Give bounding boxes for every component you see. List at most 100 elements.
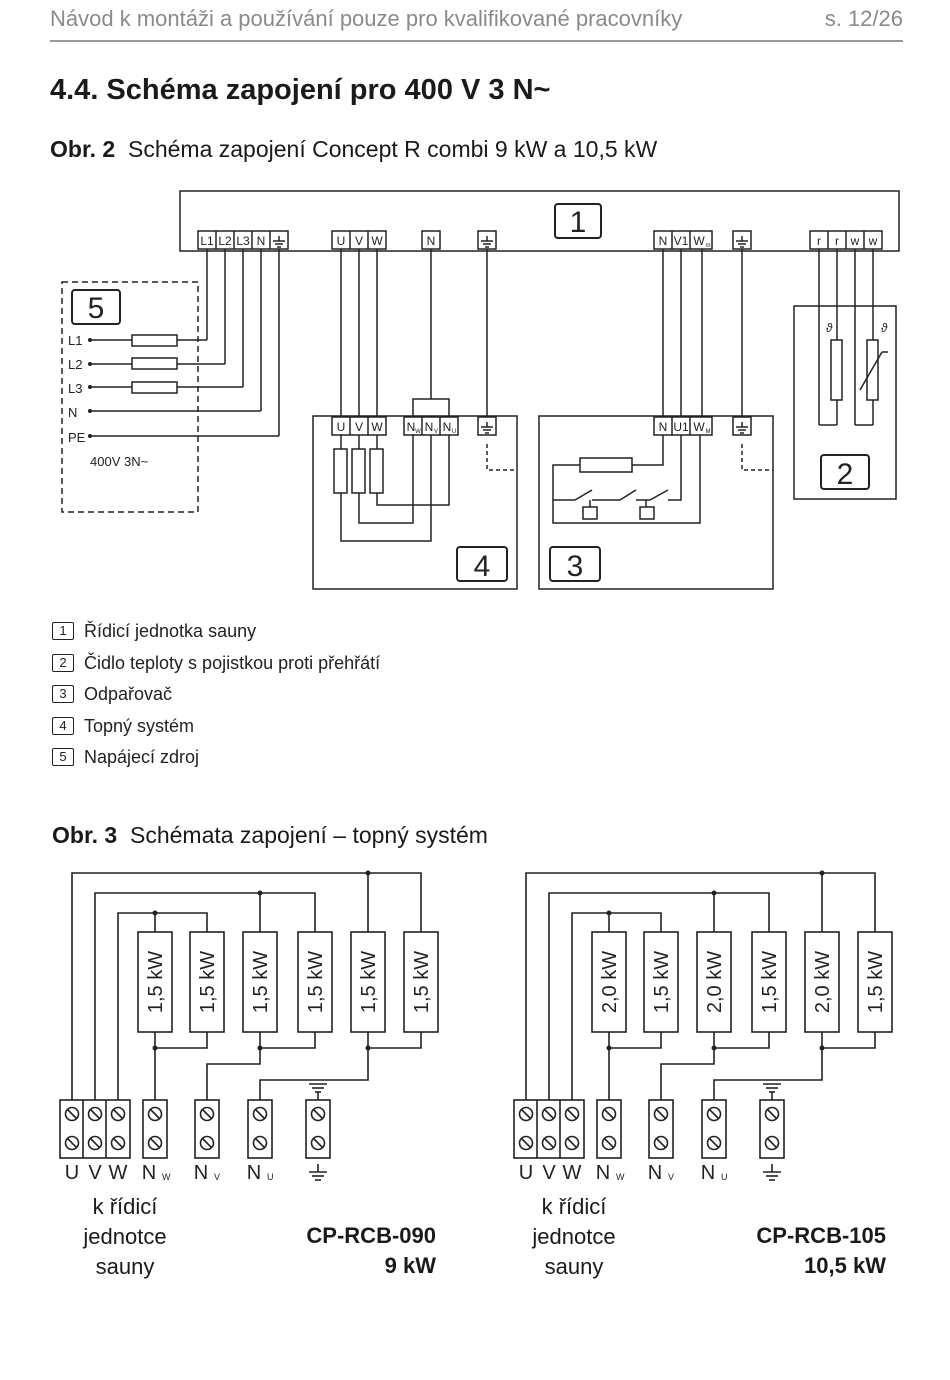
vap-terminal-w: W [693, 420, 705, 434]
legend-item-2: 2 Čidlo teploty s pojistkou proti přehřá… [52, 651, 380, 675]
terminal-label-left-2: V [88, 1162, 102, 1184]
terminal-v1: V1 [674, 234, 689, 248]
legend-item-1: 1 Řídicí jednotka sauny [52, 619, 256, 643]
legend-text-2: Čidlo teploty s pojistkou proti přehřátí [84, 652, 381, 673]
right-caption-line-2: jednotce [532, 1224, 616, 1249]
heater-terminal-nv-sub: V [434, 429, 438, 435]
heater-label-left-6: 1,5 kW [411, 951, 433, 1013]
terminal-label-right-1: U [519, 1162, 533, 1184]
left-model-power: 9 kW [384, 1253, 436, 1278]
heater-terminal-u: U [337, 420, 346, 434]
fuse-theta-icon: ϑ [881, 321, 888, 335]
vap-terminal-u1: U1 [673, 420, 689, 434]
right-model: CP-RCB-105 10,5 kW [706, 1221, 886, 1281]
terminal-l1: L1 [200, 234, 214, 248]
supply-n-label: N [68, 405, 77, 420]
heater-label-right-5: 2,0 kW [812, 951, 834, 1013]
block-5-power-supply [61, 281, 199, 513]
left-caption: k řídicí jednotce sauny [55, 1192, 195, 1282]
terminal-block-left-5 [194, 1099, 220, 1159]
legend-number-5: 5 [52, 748, 74, 766]
terminal-block-left-6 [247, 1099, 273, 1159]
section-title: 4.4. Schéma zapojení pro 400 V 3 N~ [50, 74, 551, 106]
heater-label-left-1: 1,5 kW [145, 951, 167, 1013]
legend-item-5: 5 Napájecí zdroj [52, 745, 199, 769]
heater-label-left-4: 1,5 kW [305, 951, 327, 1013]
heater-label-right-3: 2,0 kW [704, 951, 726, 1013]
heater-terminal-nw-sub: W [415, 429, 421, 435]
terminal-block-uvw-left [59, 1099, 131, 1159]
page-number: s. 12/26 [824, 6, 903, 31]
figure-2-caption-text: Schéma zapojení Concept R combi 9 kW a 1… [127, 136, 658, 162]
supply-pe-label: PE [68, 430, 86, 445]
terminal-w-vap: W [693, 234, 705, 248]
terminal-sub-left-4: W [162, 1172, 171, 1182]
terminal-label-left-1: U [65, 1162, 79, 1184]
wiring-diagram-fig2: 1 2 3 4 5 L1 L2 L3 N PE 400V 3N~ L1 L2 L… [61, 190, 900, 590]
right-model-power: 10,5 kW [804, 1253, 886, 1278]
figure-3-label: Obr. 3 [52, 822, 118, 848]
terminal-sub-right-5: V [668, 1172, 674, 1182]
figure-3-caption-text: Schémata zapojení – topný systém [129, 822, 488, 848]
block-4-heating-system [312, 415, 518, 590]
heater-terminal-w: W [371, 420, 383, 434]
heater-terminal-v: V [355, 420, 363, 434]
left-model-name: CP-RCB-090 [306, 1223, 436, 1248]
legend-item-3: 3 Odpařovač [52, 682, 172, 706]
right-caption-line-1: k řídicí [541, 1194, 607, 1219]
heater-label-right-4: 1,5 kW [759, 951, 781, 1013]
legend-number-1: 1 [52, 622, 74, 640]
terminal-block-right-6 [701, 1099, 727, 1159]
block-2-temperature-sensor [793, 305, 897, 500]
heater-label-left-3: 1,5 kW [250, 951, 272, 1013]
block-3-number: 3 [567, 550, 584, 583]
figure-2-label: Obr. 2 [50, 136, 116, 162]
vap-terminal-w-sub: M [706, 429, 711, 435]
legend-number-2: 2 [52, 654, 74, 672]
terminal-w: W [371, 234, 383, 248]
terminal-v: V [355, 234, 363, 248]
heater-terminal-nv: N [425, 420, 434, 434]
supply-l2-label: L2 [68, 357, 82, 372]
terminal-block-left-4 [142, 1099, 168, 1159]
terminal-sub-left-6: U [267, 1172, 274, 1182]
terminal-sub-right-4: W [616, 1172, 625, 1182]
left-caption-line-1: k řídicí [92, 1194, 158, 1219]
legend-text-1: Řídicí jednotka sauny [84, 620, 257, 641]
terminal-block-uvw-right [513, 1099, 585, 1159]
terminal-label-left-4: N [142, 1162, 156, 1184]
right-caption: k řídicí jednotce sauny [504, 1192, 644, 1282]
terminal-label-right-6: N [701, 1162, 715, 1184]
block-1-control-unit [179, 190, 900, 252]
terminal-w2: w [868, 234, 878, 248]
terminal-r1: r [817, 234, 821, 248]
legend-item-4: 4 Topný systém [52, 714, 194, 738]
heater-label-left-2: 1,5 kW [197, 951, 219, 1013]
block-1-number: 1 [570, 206, 587, 239]
heater-terminal-nu-sub: U [452, 429, 456, 435]
terminal-label-right-2: V [542, 1162, 556, 1184]
sensor-theta-icon: ϑ [826, 321, 833, 335]
terminal-l2: L2 [218, 234, 232, 248]
left-caption-line-2: jednotce [83, 1224, 167, 1249]
heater-label-right-6: 1,5 kW [865, 951, 887, 1013]
left-model: CP-RCB-090 9 kW [260, 1221, 436, 1281]
legend-text-5: Napájecí zdroj [84, 746, 200, 767]
terminal-block-right-7 [759, 1099, 785, 1159]
block-5-number: 5 [88, 292, 105, 325]
heater-terminal-nw: N [407, 420, 416, 434]
vap-terminal-n: N [659, 420, 668, 434]
terminal-label-right-3: W [563, 1162, 582, 1184]
terminal-block-right-4 [596, 1099, 622, 1159]
right-caption-line-3: sauny [544, 1254, 604, 1279]
terminal-label-left-5: N [194, 1162, 208, 1184]
legend-text-4: Topný systém [84, 715, 195, 736]
terminal-block-left-7 [305, 1099, 331, 1159]
terminal-n: N [257, 234, 266, 248]
block-2-number: 2 [837, 458, 854, 491]
terminal-l3: L3 [236, 234, 250, 248]
legend-text-3: Odpařovač [84, 683, 173, 704]
